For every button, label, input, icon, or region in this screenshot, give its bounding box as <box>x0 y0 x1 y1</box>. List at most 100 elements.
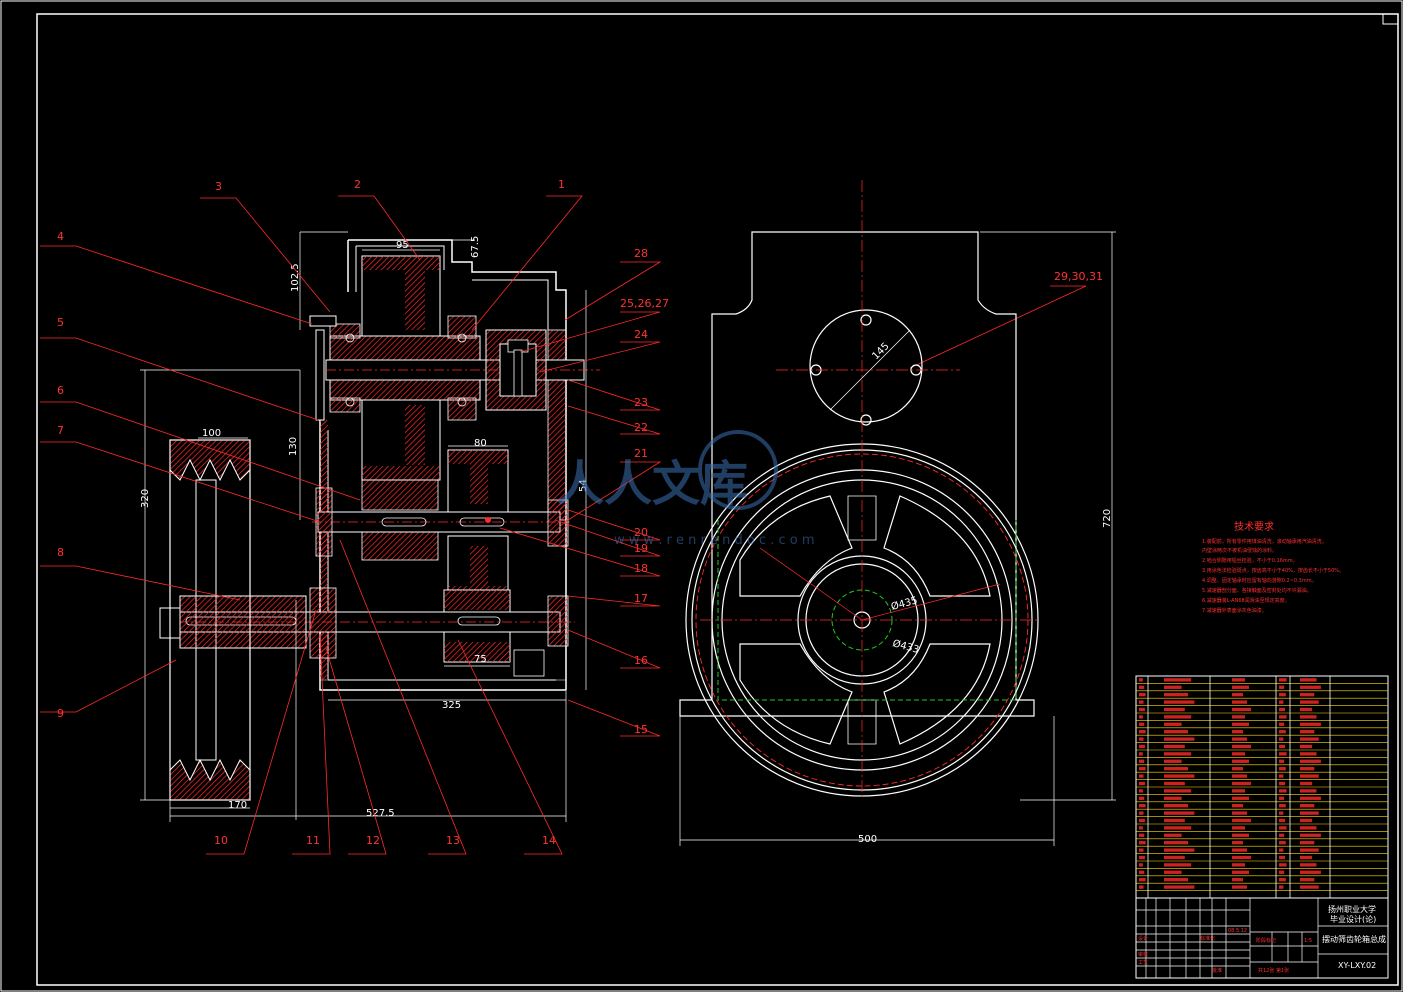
parts-list-glyphs <box>1139 855 1145 860</box>
parts-list-glyphs <box>1164 863 1192 867</box>
title-stage: 阶段标记 <box>1256 937 1276 944</box>
parts-list-glyphs <box>1300 826 1317 830</box>
parts-list-glyphs <box>1300 700 1319 704</box>
tech-req-line-2: 内壁涂两次不被机油侵蚀的涂料。 <box>1202 547 1277 554</box>
parts-list-glyphs <box>1164 855 1185 860</box>
callout-8: 8 <box>57 546 64 559</box>
parts-list-glyphs <box>1232 878 1243 882</box>
parts-list-glyphs <box>1139 789 1143 793</box>
tech-req-line-7: 6.减速器装L-AN68润滑油至规定高度。 <box>1202 597 1290 604</box>
parts-list-glyphs <box>1164 693 1188 697</box>
dim-500: 500 <box>858 834 877 845</box>
parts-list-glyphs <box>1279 685 1285 689</box>
parts-list-glyphs <box>1164 789 1192 793</box>
tech-req-line-8: 7.减速器外表面涂灰色油漆。 <box>1202 607 1267 614</box>
parts-list-glyphs <box>1279 789 1287 793</box>
parts-list-glyphs <box>1232 885 1247 889</box>
callout-3: 3 <box>215 180 222 193</box>
inner-border <box>36 13 1399 986</box>
parts-list-glyphs <box>1164 804 1188 808</box>
parts-list-glyphs <box>1139 841 1146 845</box>
tech-req-line-5: 4.调整、固定轴承时应留有轴向游隙0.2~0.3mm。 <box>1202 577 1317 584</box>
parts-list-glyphs <box>1300 789 1317 793</box>
parts-list-glyphs <box>1139 685 1145 689</box>
parts-list-glyphs <box>1232 811 1247 815</box>
dim-80: 80 <box>474 438 487 449</box>
parts-list-glyphs <box>1300 811 1319 815</box>
parts-list-glyphs <box>1139 744 1145 749</box>
parts-list-glyphs <box>1279 826 1287 830</box>
callout-10: 10 <box>214 834 228 847</box>
parts-list-glyphs <box>1164 685 1182 689</box>
parts-list-glyphs <box>1232 678 1245 682</box>
parts-list-glyphs <box>1300 693 1315 697</box>
parts-list-glyphs <box>1164 767 1188 771</box>
parts-list-glyphs <box>1232 870 1249 874</box>
tech-req-line-1: 1.装配前，所有零件用煤油清洗，滚动轴承用汽油清洗， <box>1202 538 1327 545</box>
callout-22: 22 <box>634 421 648 434</box>
parts-list-glyphs <box>1232 759 1249 763</box>
parts-list-glyphs <box>1232 848 1247 852</box>
parts-list-glyphs <box>1279 678 1287 682</box>
parts-list-glyphs <box>1300 685 1321 689</box>
parts-list-glyphs <box>1300 855 1313 860</box>
callout-16: 16 <box>634 654 648 667</box>
parts-list-glyphs <box>1279 804 1286 808</box>
parts-list-glyphs <box>1232 841 1243 845</box>
parts-list-glyphs <box>1139 811 1144 815</box>
parts-list-glyphs <box>1300 781 1313 786</box>
parts-list-glyphs <box>1300 833 1321 837</box>
parts-list-glyphs <box>1232 774 1247 778</box>
parts-list-glyphs <box>1232 737 1247 741</box>
dim-75: 75 <box>474 654 487 665</box>
parts-list-glyphs <box>1232 685 1249 689</box>
parts-list-glyphs <box>1139 848 1144 852</box>
parts-list-glyphs <box>1279 700 1284 704</box>
parts-list-glyphs <box>1300 737 1319 741</box>
parts-list-glyphs <box>1232 789 1245 793</box>
tech-req-line-3: 2.啮合侧隙用铅丝检验，不小于0.16mm。 <box>1202 557 1298 564</box>
parts-list-glyphs <box>1139 826 1143 830</box>
parts-list-glyphs <box>1279 737 1284 741</box>
section-view <box>159 239 600 801</box>
watermark-text: 人人文库 <box>556 456 748 512</box>
parts-list-glyphs <box>1232 707 1251 712</box>
dim-527-5: 527.5 <box>366 808 395 819</box>
parts-list-glyphs <box>1300 730 1315 734</box>
parts-list-glyphs <box>1139 870 1145 874</box>
title-course: 毕业设计(论) <box>1330 914 1376 924</box>
side-view-overlays <box>695 180 1040 800</box>
parts-list-glyphs <box>1279 885 1284 889</box>
parts-list-glyphs <box>1300 759 1321 763</box>
callout-28: 28 <box>634 247 648 260</box>
parts-list-glyphs <box>1300 707 1313 712</box>
parts-list-glyphs <box>1300 841 1315 845</box>
title-process: 工艺 <box>1138 960 1148 966</box>
parts-list-glyphs <box>1164 737 1195 741</box>
dim-145: 145 <box>870 341 891 362</box>
dim-325: 325 <box>442 700 461 711</box>
parts-list-glyphs <box>1279 848 1284 852</box>
dim-54: 54 <box>578 479 589 492</box>
drawing-number: XY-LXY.02 <box>1338 961 1376 970</box>
parts-list <box>1135 675 1389 899</box>
callout-17: 17 <box>634 592 648 605</box>
callout-7: 7 <box>57 424 64 437</box>
callout-14: 14 <box>542 834 556 847</box>
callout-4: 4 <box>57 230 64 243</box>
parts-list-glyphs <box>1139 700 1144 704</box>
parts-list-glyphs <box>1279 870 1285 874</box>
side-dim-labels: 145 720 500 Ø435 Ø433 <box>858 341 1113 845</box>
parts-list-glyphs <box>1139 774 1144 778</box>
dim-130: 130 <box>288 437 299 456</box>
dim-100: 100 <box>202 428 221 439</box>
parts-list-glyphs <box>1232 752 1245 756</box>
callout-labels: 3 2 1 28 25,26,27 4 24 5 23 22 6 21 7 20… <box>57 178 1103 847</box>
parts-list-glyphs <box>1164 715 1192 719</box>
parts-list-glyphs <box>1164 870 1182 874</box>
title-date: 08.5.12 <box>1228 928 1247 934</box>
callout-21: 21 <box>634 447 648 460</box>
parts-list-glyphs <box>1279 752 1287 756</box>
parts-list-glyphs <box>1139 767 1146 771</box>
